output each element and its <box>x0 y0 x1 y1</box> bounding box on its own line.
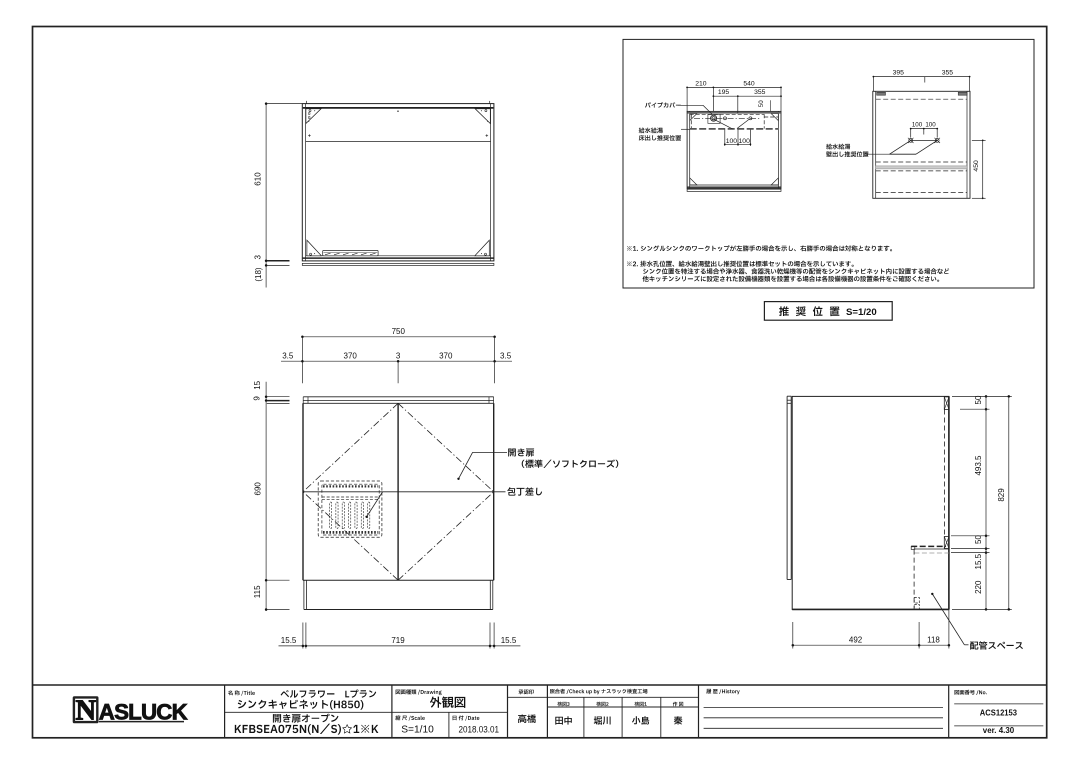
svg-text:50: 50 <box>974 535 983 544</box>
svg-text:ASLUCK: ASLUCK <box>99 700 188 725</box>
svg-text:S=1/20: S=1/20 <box>846 307 877 318</box>
svg-text:3.5: 3.5 <box>500 352 512 361</box>
svg-text:195: 195 <box>718 89 730 96</box>
svg-text:370: 370 <box>344 352 358 361</box>
svg-text:50: 50 <box>974 395 983 404</box>
svg-text:2018.03.01: 2018.03.01 <box>459 724 500 735</box>
svg-text:220: 220 <box>974 580 983 594</box>
svg-text:115: 115 <box>253 585 262 598</box>
svg-text:S=1/10: S=1/10 <box>401 725 434 736</box>
svg-text:690: 690 <box>253 482 262 496</box>
svg-text:355: 355 <box>754 89 766 96</box>
svg-text:492: 492 <box>849 636 863 645</box>
svg-text:(18): (18) <box>254 267 263 282</box>
svg-text:118: 118 <box>927 636 940 645</box>
svg-text:15.5: 15.5 <box>281 636 297 645</box>
svg-text:100: 100 <box>726 138 738 145</box>
svg-text:395: 395 <box>893 70 905 77</box>
svg-text:370: 370 <box>439 352 453 361</box>
svg-text:355: 355 <box>942 70 954 77</box>
svg-text:3.5: 3.5 <box>282 352 294 361</box>
svg-text:15.5: 15.5 <box>974 553 983 569</box>
svg-text:450: 450 <box>973 160 980 172</box>
svg-text:100: 100 <box>925 121 936 128</box>
svg-text:50: 50 <box>758 100 765 107</box>
svg-text:100: 100 <box>912 121 923 128</box>
svg-text:ACS12153: ACS12153 <box>980 709 1018 718</box>
svg-text:750: 750 <box>392 327 406 336</box>
svg-text:9: 9 <box>253 396 262 401</box>
svg-text:N: N <box>76 695 97 726</box>
svg-text:493.5: 493.5 <box>974 455 983 476</box>
svg-text:829: 829 <box>997 488 1006 502</box>
svg-text:ver. 4.30: ver. 4.30 <box>983 726 1015 735</box>
svg-text:719: 719 <box>391 636 405 645</box>
svg-text:15.5: 15.5 <box>501 636 517 645</box>
svg-text:3: 3 <box>254 255 263 260</box>
svg-text:15: 15 <box>253 380 262 389</box>
svg-text:210: 210 <box>695 80 707 87</box>
svg-text:100: 100 <box>739 138 751 145</box>
svg-text:540: 540 <box>743 80 755 87</box>
svg-text:610: 610 <box>253 172 262 186</box>
svg-text:3: 3 <box>396 352 401 361</box>
